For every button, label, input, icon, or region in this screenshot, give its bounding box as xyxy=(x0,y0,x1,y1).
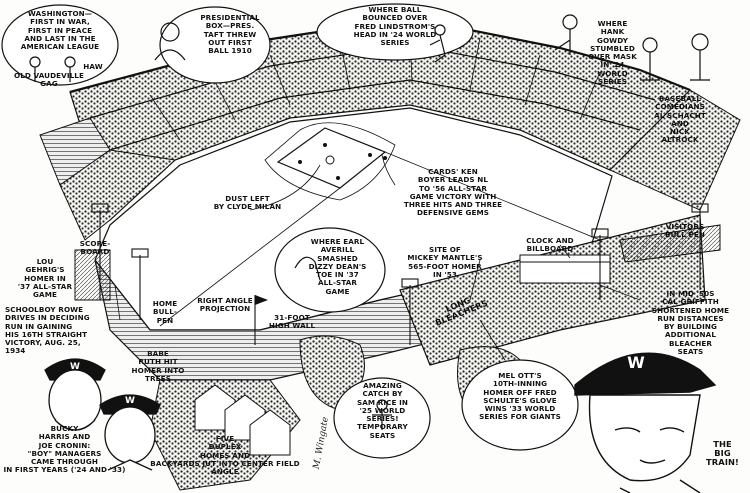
label-home-bullpen: Home Bull- pen xyxy=(152,299,178,325)
label-ball-bounced: Where ball bounced over Fred Lindstrom's… xyxy=(353,5,437,48)
label-mel-ott: Mel Ott's 10th-inning homer off Fred Sch… xyxy=(479,371,561,422)
label-schoolboy-rowe: Schoolboy Rowe drives in deciding run in… xyxy=(5,305,90,356)
label-haw: Haw xyxy=(83,62,103,71)
label-boyer: Cards' Ken Boyer leads NL to '56 All-Sta… xyxy=(403,167,503,218)
clock-billboard xyxy=(519,254,611,284)
label-griffith: In mid '50s Cal Griffith shortened home … xyxy=(651,289,730,357)
label-babe-ruth: Babe Ruth hit homer into trees xyxy=(131,349,185,383)
cap-letter-cronin: W xyxy=(124,396,136,406)
label-right-angle: Right angle projection xyxy=(197,296,253,314)
label-bucky-harris: Bucky Harris and Joe Cronin: "Boy" manag… xyxy=(3,424,126,475)
label-comedians: Baseball comedians Al Schacht and Nick A… xyxy=(654,94,706,145)
label-visitors-bullpen: Visitors Bull Pen xyxy=(665,222,705,240)
callout-bubbles xyxy=(1,3,579,459)
label-gowdy: Where Hank Gowdy stumbled over mask in '… xyxy=(588,19,637,87)
cartoon-figures xyxy=(29,14,710,430)
label-mantle: Site of Mickey Mantle's 565-foot homer i… xyxy=(407,245,483,279)
label-wall: 31-foot high wall xyxy=(268,313,316,331)
label-clock-billboard: Clock and Billboard xyxy=(526,236,574,254)
pointer-lines xyxy=(114,154,641,361)
label-averill: Where Earl Averill smashed Dizzy Dean's … xyxy=(308,237,367,296)
label-sam-rice: Amazing catch by Sam Rice in '25 World S… xyxy=(356,381,409,440)
label-duplex: Five duplex homes and backyards jut into… xyxy=(150,434,300,477)
label-washington: Washington— First in war, first in peace… xyxy=(20,9,100,52)
label-gehrig: Lou Gehrig's homer in '37 All-Star game xyxy=(17,257,73,300)
label-vaudeville: Old Vaudeville Gag xyxy=(14,71,84,89)
label-dust-left: Dust left by Clyde Milan xyxy=(213,194,282,212)
label-scoreboard: Score- board xyxy=(79,239,111,257)
label-presidential: Presidential box—Pres. Taft threw out fi… xyxy=(200,13,260,56)
cap-letter-big-train: W xyxy=(627,353,645,372)
cap-letter-harris: W xyxy=(69,362,81,372)
label-big-train: The Big Train! xyxy=(706,439,739,468)
portraits xyxy=(44,352,717,493)
